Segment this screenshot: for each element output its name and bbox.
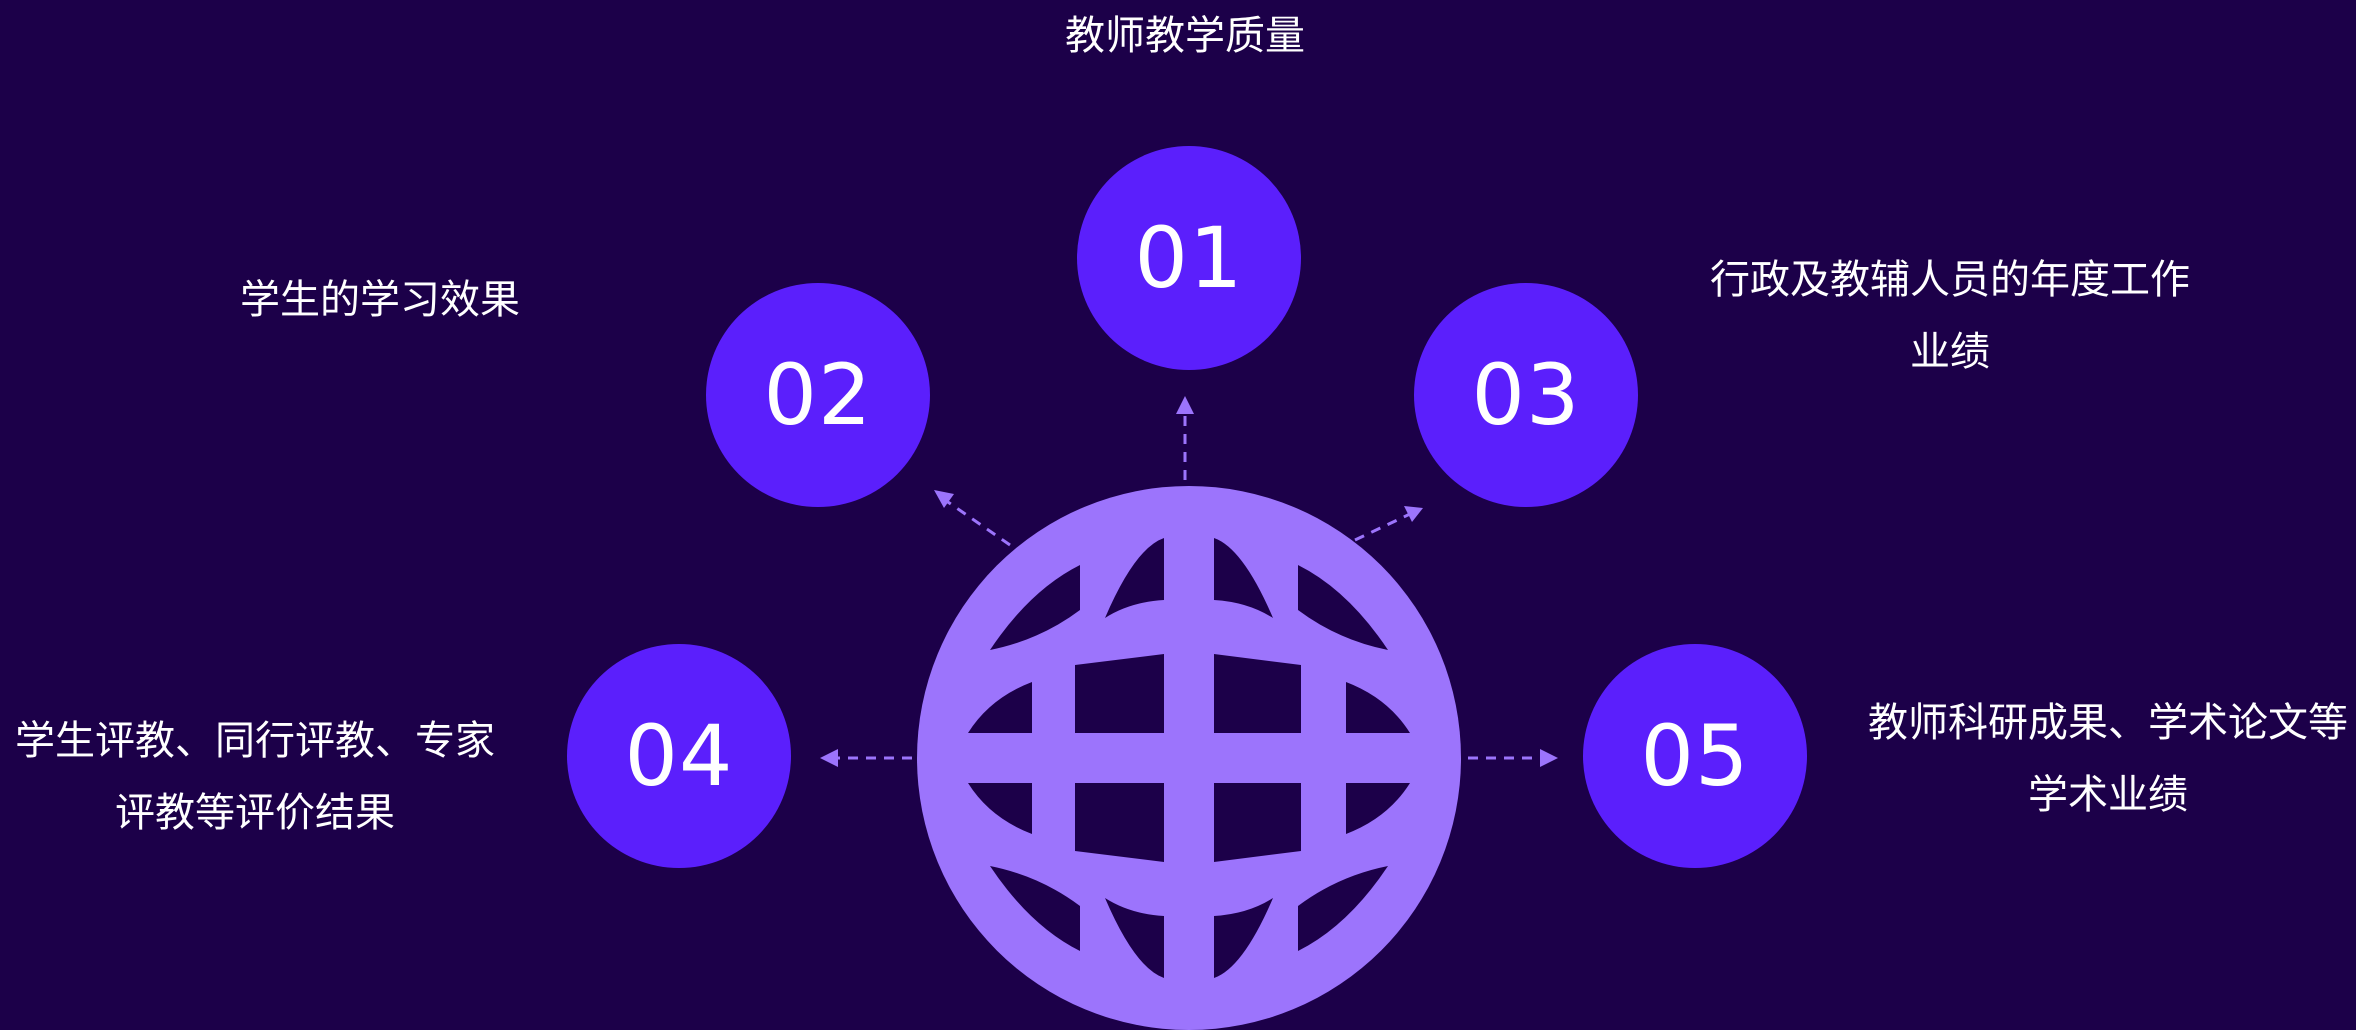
node-label-04-line-1: 学生评教、同行评教、专家 [15,718,495,764]
node-number-01: 01 [1134,209,1244,307]
node-label-02: 学生的学习效果 [200,264,560,336]
node-circle-02: 02 [706,283,930,507]
node-circle-03: 03 [1414,283,1638,507]
arrow-04 [820,749,912,767]
arrow-02 [934,490,1011,547]
node-label-05-line-2: 学术业绩 [2028,772,2188,818]
node-label-01: 教师教学质量 [985,0,1385,72]
node-label-04: 学生评教、同行评教、专家 评教等评价结果 [5,705,505,849]
node-number-04: 04 [624,707,734,805]
arrow-01 [1176,396,1194,480]
node-circle-05: 05 [1583,644,1807,868]
node-label-02-line-1: 学生的学习效果 [240,277,520,323]
node-label-03-line-2: 业绩 [1910,329,1990,375]
node-circle-04: 04 [567,644,791,868]
node-number-03: 03 [1471,346,1581,444]
node-number-05: 05 [1640,707,1750,805]
node-label-04-line-2: 评教等评价结果 [115,790,395,836]
node-label-05-line-1: 教师科研成果、学术论文等 [1868,700,2348,746]
node-label-03: 行政及教辅人员的年度工作 业绩 [1700,244,2200,388]
node-label-03-line-1: 行政及教辅人员的年度工作 [1710,257,2190,303]
node-circle-01: 01 [1077,146,1301,370]
node-label-05: 教师科研成果、学术论文等 学术业绩 [1860,687,2356,831]
arrow-03 [1354,506,1423,542]
node-label-01-line-1: 教师教学质量 [1065,13,1305,59]
arrow-05 [1468,749,1558,767]
globe-icon [917,486,1461,1030]
node-number-02: 02 [763,346,873,444]
